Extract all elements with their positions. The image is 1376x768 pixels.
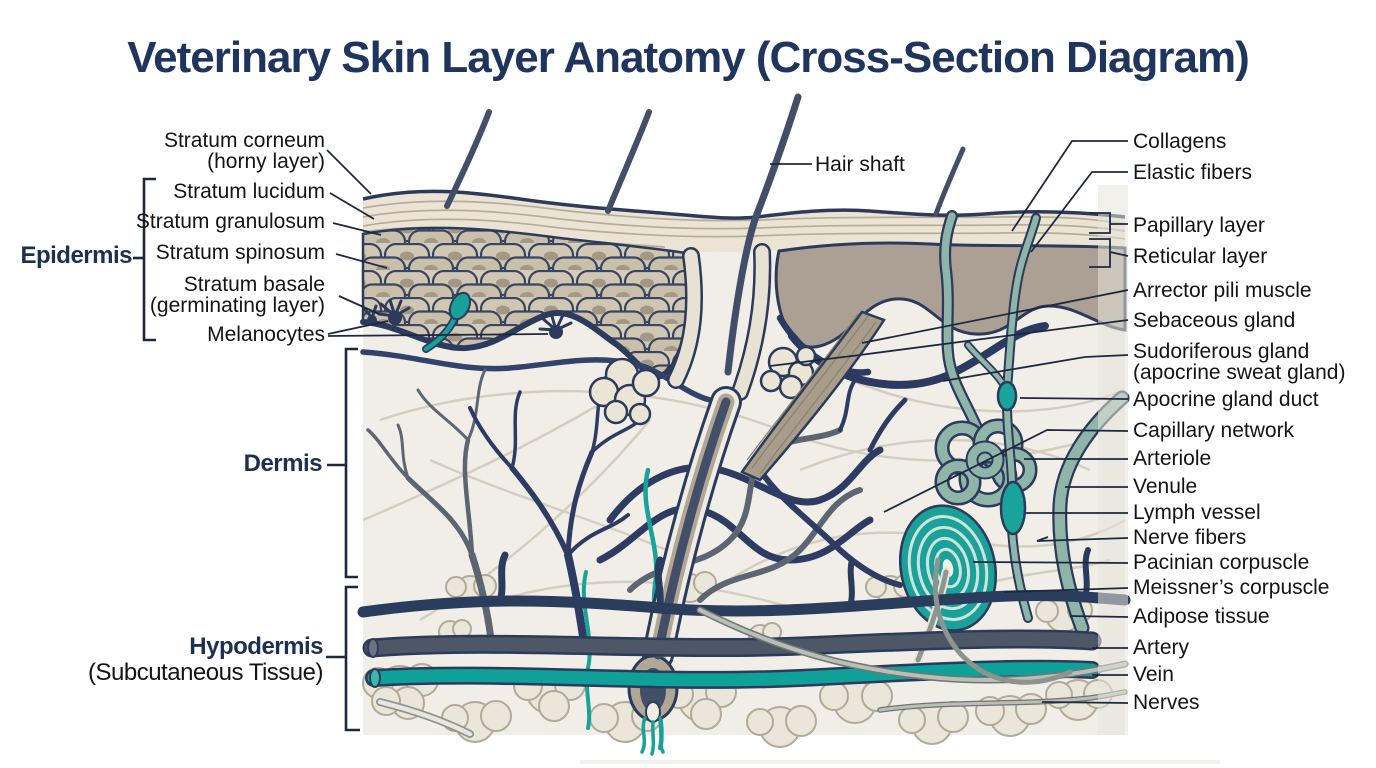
melanocytes [362, 298, 573, 339]
label-reticular-layer: Reticular layer [1133, 245, 1268, 268]
label-lymph-vessel: Lymph vessel [1133, 501, 1261, 524]
label-sebaceous-gland: Sebaceous gland [1133, 309, 1296, 332]
illustration-edge-fade [1098, 185, 1128, 735]
nerves-bundle [376, 557, 1129, 738]
label-artery: Artery [1133, 636, 1190, 659]
label-apocrine-gland-duct: Apocrine gland duct [1133, 388, 1319, 411]
label-dermis: Dermis [243, 450, 323, 477]
label-stratum-basale: Stratum basale (germinating layer) [149, 273, 325, 317]
label-melanocytes: Melanocytes [207, 323, 325, 346]
arrector-pili-muscle [740, 310, 886, 482]
capillary-network [596, 378, 908, 603]
label-capillary-network: Capillary network [1133, 419, 1295, 442]
apocrine-duct-lymph-vessel [964, 213, 1041, 623]
label-stratum-corneum: Stratum corneum (horny layer) [163, 129, 325, 173]
label-sudoriferous-gland: Sudoriferous gland (apocrine sweat gland… [1133, 340, 1346, 384]
label-adipose-tissue: Adipose tissue [1133, 605, 1270, 628]
label-arrector-pili-muscle: Arrector pili muscle [1133, 279, 1312, 302]
bottom-smudge [580, 760, 1220, 764]
pacinian-probe [913, 567, 951, 665]
sebaceous-gland [588, 345, 817, 426]
leader-lines [326, 140, 1129, 704]
label-meissners-corpuscle: Meissner’s corpuscle [1133, 576, 1330, 599]
label-stratum-spinosum: Stratum spinosum [155, 241, 325, 264]
label-epidermis: Epidermis [20, 242, 132, 269]
label-stratum-lucidum: Stratum lucidum [173, 180, 325, 203]
section-brackets [133, 177, 360, 732]
label-venule: Venule [1133, 475, 1198, 498]
label-stratum-granulosum: Stratum granulosum [135, 210, 325, 233]
page-title: Veterinary Skin Layer Anatomy (Cross-Sec… [127, 33, 1250, 82]
label-papillary-layer: Papillary layer [1133, 214, 1265, 237]
label-collagens: Collagens [1133, 130, 1227, 153]
label-nerves: Nerves [1133, 691, 1200, 714]
label-nerve-fibers: Nerve fibers [1133, 526, 1247, 549]
label-pacinian-corpuscle: Pacinian corpuscle [1133, 551, 1310, 574]
label-hair-shaft: Hair shaft [815, 153, 905, 176]
hair-shafts [444, 93, 966, 376]
label-hypodermis: Hypodermis (Subcutaneous Tissue) [88, 633, 323, 686]
label-arteriole: Arteriole [1133, 447, 1212, 470]
label-elastic-fibers: Elastic fibers [1133, 161, 1253, 184]
label-vein: Vein [1133, 663, 1174, 686]
nerve-fiber-trees [366, 368, 647, 654]
